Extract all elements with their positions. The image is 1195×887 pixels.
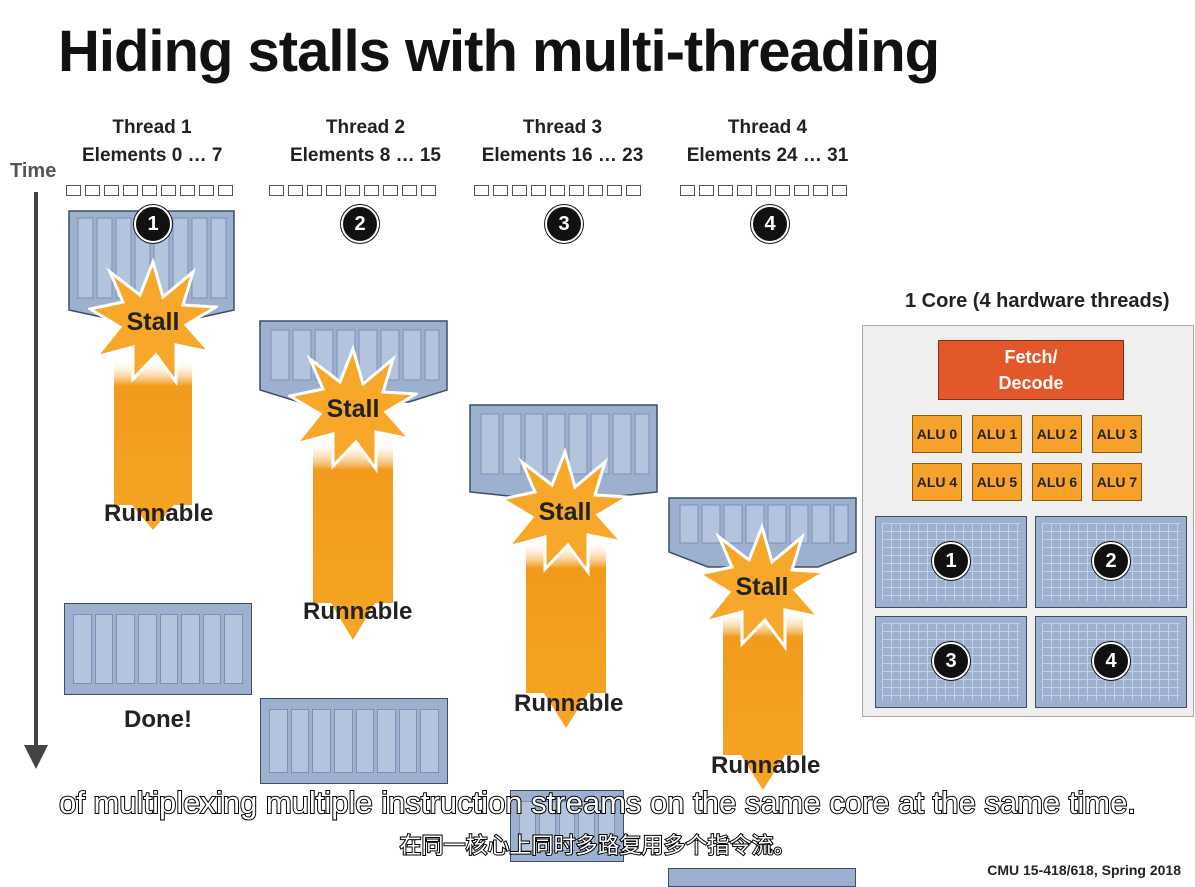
stall-label: Stall xyxy=(735,572,789,601)
stall-burst-icon xyxy=(694,522,830,652)
alu-1: ALU 1 xyxy=(972,415,1022,453)
thread-2-badge: 2 xyxy=(341,205,379,243)
time-arrow-head xyxy=(24,745,48,769)
thread-name: Thread 3 xyxy=(522,117,603,138)
alu-0: ALU 0 xyxy=(912,415,962,453)
thread-3-runnable-label: Runnable xyxy=(514,690,624,717)
thread-4-runnable-label: Runnable xyxy=(711,752,821,779)
thread-name: Thread 1 xyxy=(112,117,192,138)
thread-3-registers xyxy=(474,185,641,196)
thread-elements: Elements 8 … 15 xyxy=(289,145,442,166)
stall-label: Stall xyxy=(326,394,380,423)
thread-4-resumed-block xyxy=(668,868,856,887)
thread-4-badge: 4 xyxy=(751,205,789,243)
thread-1-badge: 1 xyxy=(134,205,172,243)
thread-1-registers xyxy=(66,185,233,196)
thread-2-block xyxy=(259,320,448,403)
stall-burst-icon xyxy=(85,257,221,387)
thread-4-registers xyxy=(680,185,847,196)
alu-5: ALU 5 xyxy=(972,463,1022,501)
thread-elements: Elements 24 … 31 xyxy=(686,145,849,166)
hardware-context-4: 4 xyxy=(1035,616,1187,708)
stall-label: Stall xyxy=(538,497,592,526)
thread-1-stall: Stall xyxy=(85,257,221,387)
thread-3-resumed-block xyxy=(510,790,624,862)
thread-2-stall: Stall xyxy=(285,344,421,474)
alu-4: ALU 4 xyxy=(912,463,962,501)
context-badge: 4 xyxy=(1092,642,1130,680)
thread-3-stall: Stall xyxy=(497,447,633,577)
thread-2-runnable-label: Runnable xyxy=(303,598,413,625)
fetch-label: Fetch/ xyxy=(1004,347,1058,367)
thread-3-runnable-arrow xyxy=(526,540,606,728)
thread-3-header: Thread 3 Elements 16 … 23 xyxy=(480,114,645,170)
hardware-context-3: 3 xyxy=(875,616,1027,708)
thread-elements: Elements 16 … 23 xyxy=(481,145,644,166)
thread-1-runnable-arrow xyxy=(114,360,192,530)
alu-2: ALU 2 xyxy=(1032,415,1082,453)
stall-label: Stall xyxy=(126,307,180,336)
thread-elements: Elements 0 … 7 xyxy=(82,145,223,166)
thread-4-runnable-arrow xyxy=(723,610,803,790)
thread-1-done-label: Done! xyxy=(124,706,192,733)
thread-1-header: Thread 1 Elements 0 … 7 xyxy=(82,114,222,170)
thread-4-stall: Stall xyxy=(694,522,830,652)
thread-name: Thread 2 xyxy=(325,117,406,138)
slide-footer: CMU 15-418/618, Spring 2018 xyxy=(987,862,1181,878)
thread-2-registers xyxy=(269,185,436,196)
thread-2-resumed-block xyxy=(260,698,448,784)
hardware-context-2: 2 xyxy=(1035,516,1187,608)
time-axis-line xyxy=(34,192,38,747)
time-axis-label: Time xyxy=(10,160,57,182)
thread-2-runnable-arrow xyxy=(313,440,393,640)
stall-burst-icon xyxy=(497,447,633,577)
alu-7: ALU 7 xyxy=(1092,463,1142,501)
subtitle-english: of multiplexing multiple instruction str… xyxy=(58,784,1137,821)
alu-6: ALU 6 xyxy=(1032,463,1082,501)
context-badge: 1 xyxy=(932,542,970,580)
context-badge: 2 xyxy=(1092,542,1130,580)
alu-3: ALU 3 xyxy=(1092,415,1142,453)
slide-title: Hiding stalls with multi-threading xyxy=(58,19,940,84)
thread-1-resumed-block xyxy=(64,603,252,695)
hardware-context-1: 1 xyxy=(875,516,1027,608)
thread-name: Thread 4 xyxy=(727,117,808,138)
decode-label: Decode xyxy=(998,373,1064,393)
subtitle-chinese: 在同一核心上同时多路复用多个指令流。 xyxy=(398,832,796,859)
thread-2-header: Thread 2 Elements 8 … 15 xyxy=(283,114,448,170)
stall-burst-icon xyxy=(285,344,421,474)
context-badge: 3 xyxy=(932,642,970,680)
core-title: 1 Core (4 hardware threads) xyxy=(905,290,1170,312)
thread-1-runnable-label: Runnable xyxy=(104,500,214,527)
thread-4-header: Thread 4 Elements 24 … 31 xyxy=(685,114,850,170)
thread-3-badge: 3 xyxy=(545,205,583,243)
fetch-decode-unit: Fetch/ Decode xyxy=(938,340,1124,400)
